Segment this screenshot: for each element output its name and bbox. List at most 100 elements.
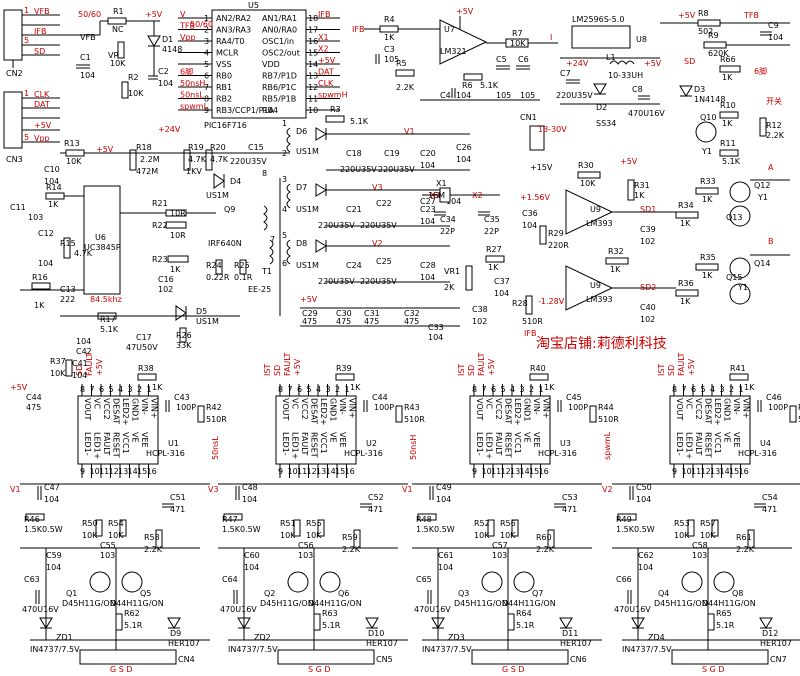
driver-r42-val: 510R — [798, 415, 800, 424]
p5v-top: +5V — [145, 10, 163, 19]
hcpl-top-pin-num: 1 — [147, 385, 152, 394]
c10-ref: C10 — [44, 165, 60, 174]
driver-channel-4: ISTSDFAULT+5VR411KC46100PR45510RspwmHU4H… — [602, 352, 800, 674]
driver-r62-val: 5.1R — [124, 621, 143, 630]
driver-connector-body — [471, 649, 569, 665]
c40-ref: C40 — [640, 303, 656, 312]
driver-r38-ref: R38 — [138, 364, 154, 373]
c38-ref: C38 — [472, 305, 488, 314]
hcpl-bot-pin-num: 11 — [691, 467, 701, 476]
driver-c51-val: 471 — [762, 505, 777, 514]
driver-side-fault: FAULT — [283, 352, 292, 376]
r16-ref: R16 — [32, 273, 48, 282]
driver-c63-val: 470U16V — [414, 605, 451, 614]
u5-left-pin-name: RB1 — [216, 83, 232, 92]
hcpl-pin-name-top: VCC2 — [694, 398, 703, 420]
u5-right-net: IFB — [318, 10, 330, 19]
hcpl-bot-pin-num: 10 — [90, 467, 100, 476]
driver-v-net: V1 — [10, 485, 21, 494]
driver-q5-part: D44H11G/ON — [702, 599, 756, 608]
u5-left-net: 6脚 — [180, 67, 193, 77]
driver-u-ref: U2 — [366, 439, 377, 448]
hcpl-top-pin-num: 2 — [729, 385, 734, 394]
c8-ref: C8 — [632, 85, 643, 94]
hcpl-bot-pin-num: 13 — [510, 467, 520, 476]
hcpl-top-pin-num: 2 — [529, 385, 534, 394]
r19-val: 4.7K — [188, 155, 207, 164]
u5-right-pin-name: RB6/P1C — [262, 83, 297, 92]
p156-label: +1.56V — [520, 193, 551, 202]
c6-val: 105 — [520, 91, 535, 100]
c20-ref: C20 — [420, 149, 436, 158]
c27-val: 104 — [446, 197, 461, 206]
driver-q1-ref: Q1 — [66, 589, 77, 598]
hcpl-bot-pin-num: 12 — [501, 467, 511, 476]
hcpl-bot-pin-num: 14 — [720, 467, 730, 476]
c7-ref: C7 — [560, 69, 571, 78]
u5-net-5060: 50/60 — [190, 20, 213, 29]
hcpl-pin-name-top: VOUT — [475, 398, 484, 420]
driver-c51-ref: C52 — [368, 493, 384, 502]
driver-r46 — [223, 513, 243, 521]
hcpl-pin-name-top: VIN+ — [150, 398, 159, 419]
hcpl-bot-pin-num: 13 — [710, 467, 720, 476]
driver-r54 — [511, 519, 519, 537]
driver-c63-val: 470U16V — [220, 605, 257, 614]
driver-cn-pins: G S D — [502, 665, 525, 674]
c4-val: 104 — [456, 91, 471, 100]
d2-ref: D2 — [596, 103, 607, 112]
u5-left-pin-name: RA4/T0 — [216, 37, 244, 46]
hcpl-pin-name-bot: LED1+ — [291, 432, 300, 459]
sense-ifb: IFB — [524, 329, 536, 338]
driver-c51-ref: C51 — [170, 493, 186, 502]
d4-val: US1M — [206, 191, 229, 200]
u5-left-net: 50nsH — [180, 79, 205, 88]
current-sense: VR1 2K R27 1K C37 104 C38 102 R28 510R -… — [444, 245, 565, 338]
c17-val: 47U50V — [126, 343, 158, 352]
vr1-ref: VR1 — [444, 267, 460, 276]
driver-q5-part: D44H11G/ON — [308, 599, 362, 608]
hcpl-pin-name-bot: RESET — [310, 432, 319, 458]
hcpl-pin-name-top: DESAT — [504, 398, 513, 424]
u6-ref: U6 — [95, 233, 106, 242]
driver-input-net: 50nsH — [409, 435, 418, 460]
hcpl-pin-name-top: VCC2 — [102, 398, 111, 420]
cn2-net-sd: SD — [34, 47, 45, 56]
cn3-net-clk: CLK — [34, 90, 50, 99]
driver-q5-part: D44H11G/ON — [110, 599, 164, 608]
r15-val: 4.7K — [74, 249, 93, 258]
r30-val: 10K — [580, 179, 596, 188]
hcpl-pin-name-top: VIN+ — [542, 398, 551, 419]
driver-side-fault: FAULT — [677, 352, 686, 376]
c13-val: 222 — [60, 295, 75, 304]
driver-c47-val: 104 — [636, 495, 651, 504]
hcpl-pin-name-bot: LED1- — [475, 432, 484, 456]
hcpl-pin-name-bot: LED1+ — [93, 432, 102, 459]
driver-q5-ref: Q8 — [732, 589, 743, 598]
driver-r50-val: 10K — [280, 531, 296, 540]
r25-ref: R25 — [234, 261, 250, 270]
hcpl-pin-name-bot: VCC1 — [513, 432, 522, 454]
hcpl-pin-name-bot: RESET — [112, 432, 121, 458]
r4-val: 1K — [384, 33, 395, 42]
u5-right-net: X1 — [318, 33, 329, 42]
driver-r62-ref: R63 — [322, 609, 338, 618]
u9-part-a: LM393 — [586, 219, 613, 228]
driver-r62-val: 5.1R — [716, 621, 735, 630]
u6-part: UC3845P — [84, 243, 121, 252]
u5-part: PIC16F716 — [204, 121, 247, 130]
r31-ref: R31 — [634, 181, 650, 190]
u7-ifb: IFB — [352, 25, 364, 34]
hcpl-pin-name-top: GND1 — [523, 398, 532, 421]
driver-zd-val: IN4737/7.5V — [30, 645, 80, 654]
hcpl-bot-pin-num: 14 — [520, 467, 530, 476]
r66-val: 1K — [722, 73, 733, 82]
c3-val: 105 — [384, 55, 399, 64]
c29-ref: C29 — [302, 309, 318, 318]
u5-ref: U5 — [248, 1, 259, 10]
driver-side-ist: IST — [457, 364, 466, 376]
driver-r54-val: 10K — [700, 531, 716, 540]
r3-ref: R3 — [330, 105, 341, 114]
hcpl-top-pin-num: 7 — [482, 385, 487, 394]
driver-q5-body — [319, 571, 341, 593]
